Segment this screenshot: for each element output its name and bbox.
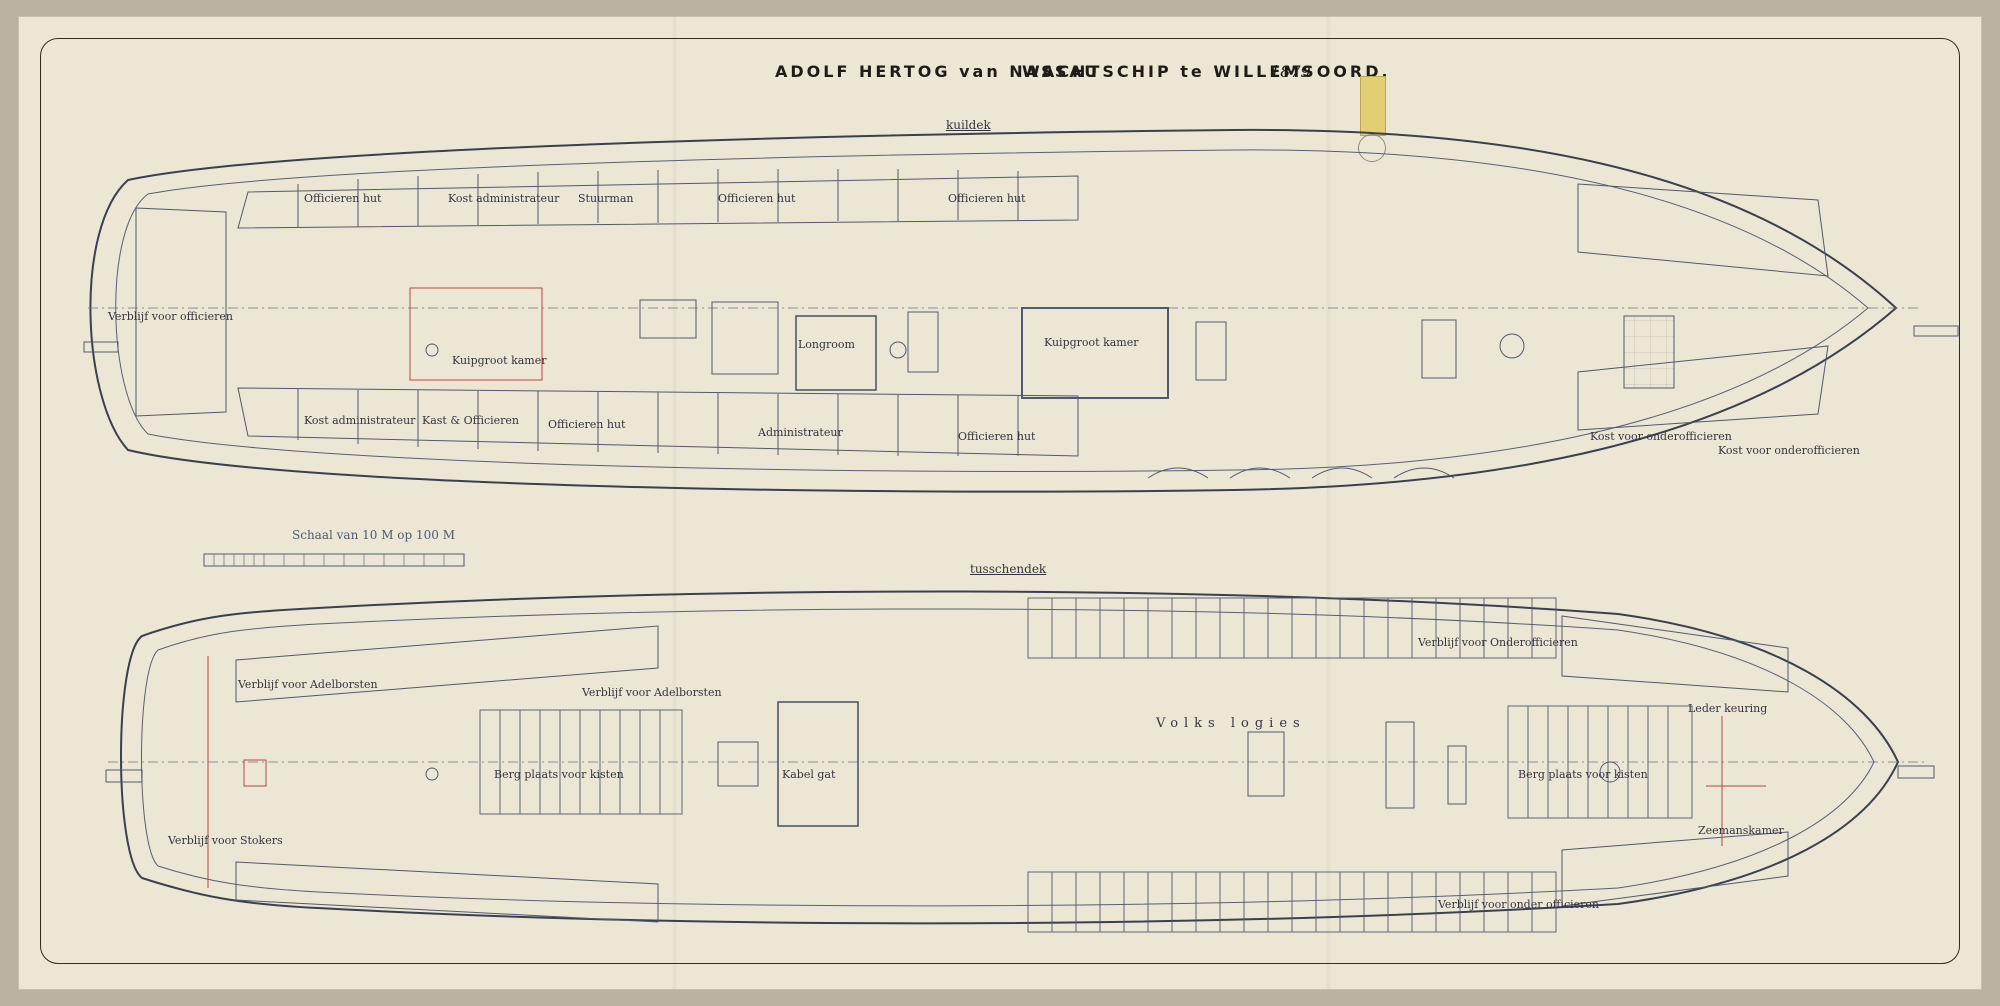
bottom-cabin-label-1: Kost administrateur [304,414,416,427]
mid-room-label-1: Longroom [798,338,855,351]
fore-cabins-top [1577,183,1829,277]
mid-room-7 [1421,319,1457,379]
lower-mid-label-1: Berg plaats voor kisten [494,768,624,781]
lower-mast-aft [425,767,439,781]
lower-mid-block [1247,731,1285,797]
lower-mid-label-2: Kabel gat [782,768,836,781]
bottom-cabin-label-4: Administrateur [758,426,843,439]
lower-room-label-6: Leder keuring [1688,702,1768,715]
lower-deck-plan [83,325,1959,933]
lower-room-label-1: Verblijf voor Adelborsten [238,678,378,691]
bow-post-lower [1897,765,1935,779]
scale-label: Schaal van 10 M op 100 M [292,528,456,542]
top-cabin-label-1: Officieren hut [304,192,382,205]
lower-cabins-top-fore [1561,615,1789,693]
ship-name-title: ADOLF HERTOG van NASSAU [775,62,1101,81]
lower-cabins-top-aft [235,625,659,703]
mast-main [889,341,907,359]
bottom-cabin-label-2: Kast & Officieren [422,414,520,427]
lower-mid-label-4: Berg plaats voor kisten [1518,768,1648,781]
aft-officers-room [135,207,227,417]
crew-slats-bottom [1027,871,1557,933]
storage-aft [479,709,683,815]
fore-room-label-2: Kost voor onderofficieren [1718,444,1860,457]
stern-post-upper [83,341,119,353]
lower-mid-label-3: Volks logies [1156,716,1306,731]
lower-plan-label: tusschendek [970,562,1047,576]
fore-cabins-bottom [1577,345,1829,431]
mid-room-2 [711,301,779,375]
mid-room-4 [907,311,939,373]
hold-mid [717,741,759,787]
bottom-cabin-label-3: Officieren hut [548,418,626,431]
archive-stamp-circle [1358,134,1386,162]
bottom-cabin-label-5: Officieren hut [958,430,1036,443]
mid-room-1 [639,299,697,339]
mid-room-red [409,287,543,381]
lower-cabins-bottom-aft [235,861,659,923]
ship-plans [83,128,1959,933]
stern-post-lower [105,769,143,783]
upper-plan-label: kuildek [946,118,991,132]
upper-hull-outline [89,128,1898,493]
red-annotations [207,656,1766,888]
crew-slats-top [1027,597,1557,659]
lower-mid-block-2 [1385,721,1415,809]
top-cabin-label-3: Stuurman [578,192,634,205]
aft-room-label: Verblijf voor officieren [108,310,233,323]
lower-cabins-bottom-fore [1561,831,1789,907]
lower-room-label-5: Verblijf voor Stokers [168,834,283,847]
lower-room-label-3: Verblijf voor Onderofficieren [1418,636,1578,649]
storage-fore [1507,705,1693,819]
drawing-frame [40,38,1960,964]
lower-mast-fore [1599,761,1621,783]
lower-room-label-2: Verblijf voor Adelborsten [582,686,722,699]
drawing-sheet: ADOLF HERTOG van NASSAU WACHTSCHIP te WI… [18,16,1982,990]
year-label: 1879 [1270,62,1311,81]
ship-role-title: WACHTSCHIP te WILLEMSOORD. [1022,62,1391,81]
top-cabin-label-5: Officieren hut [948,192,1026,205]
mid-room-label-3: Kuipgroot kamer [1044,336,1139,349]
upper-cabins-top [237,169,1079,229]
capstan [1499,333,1525,359]
upper-cabins-bottom [237,387,1079,457]
lower-room-label-7: Zeemanskamer [1698,824,1784,837]
fore-hatch-grid [1623,315,1675,389]
mast-aft [425,343,439,357]
fore-room-label-1: Kost voor onderofficieren [1590,430,1732,443]
upper-hull-inner [115,149,1869,472]
mid-room-3 [795,315,877,391]
mid-room-label-2: Kuipgroot kamer [452,354,547,367]
deck-arches [1147,467,1455,479]
mid-room-6 [1195,321,1227,381]
bow-post-upper [1913,325,1959,337]
scale-bar [203,553,465,567]
top-cabin-label-4: Officieren hut [718,192,796,205]
lower-mid-block-3 [1447,745,1467,805]
lower-hull-outline [120,590,1900,925]
top-cabin-label-2: Kost administrateur [448,192,560,205]
lower-hull-inner [141,608,1875,907]
upper-deck-plan [88,128,1918,493]
lower-room-label-4: Verblijf voor onder officieren [1438,898,1599,911]
hold-aft [777,701,859,827]
mid-room-5 [1021,307,1169,399]
